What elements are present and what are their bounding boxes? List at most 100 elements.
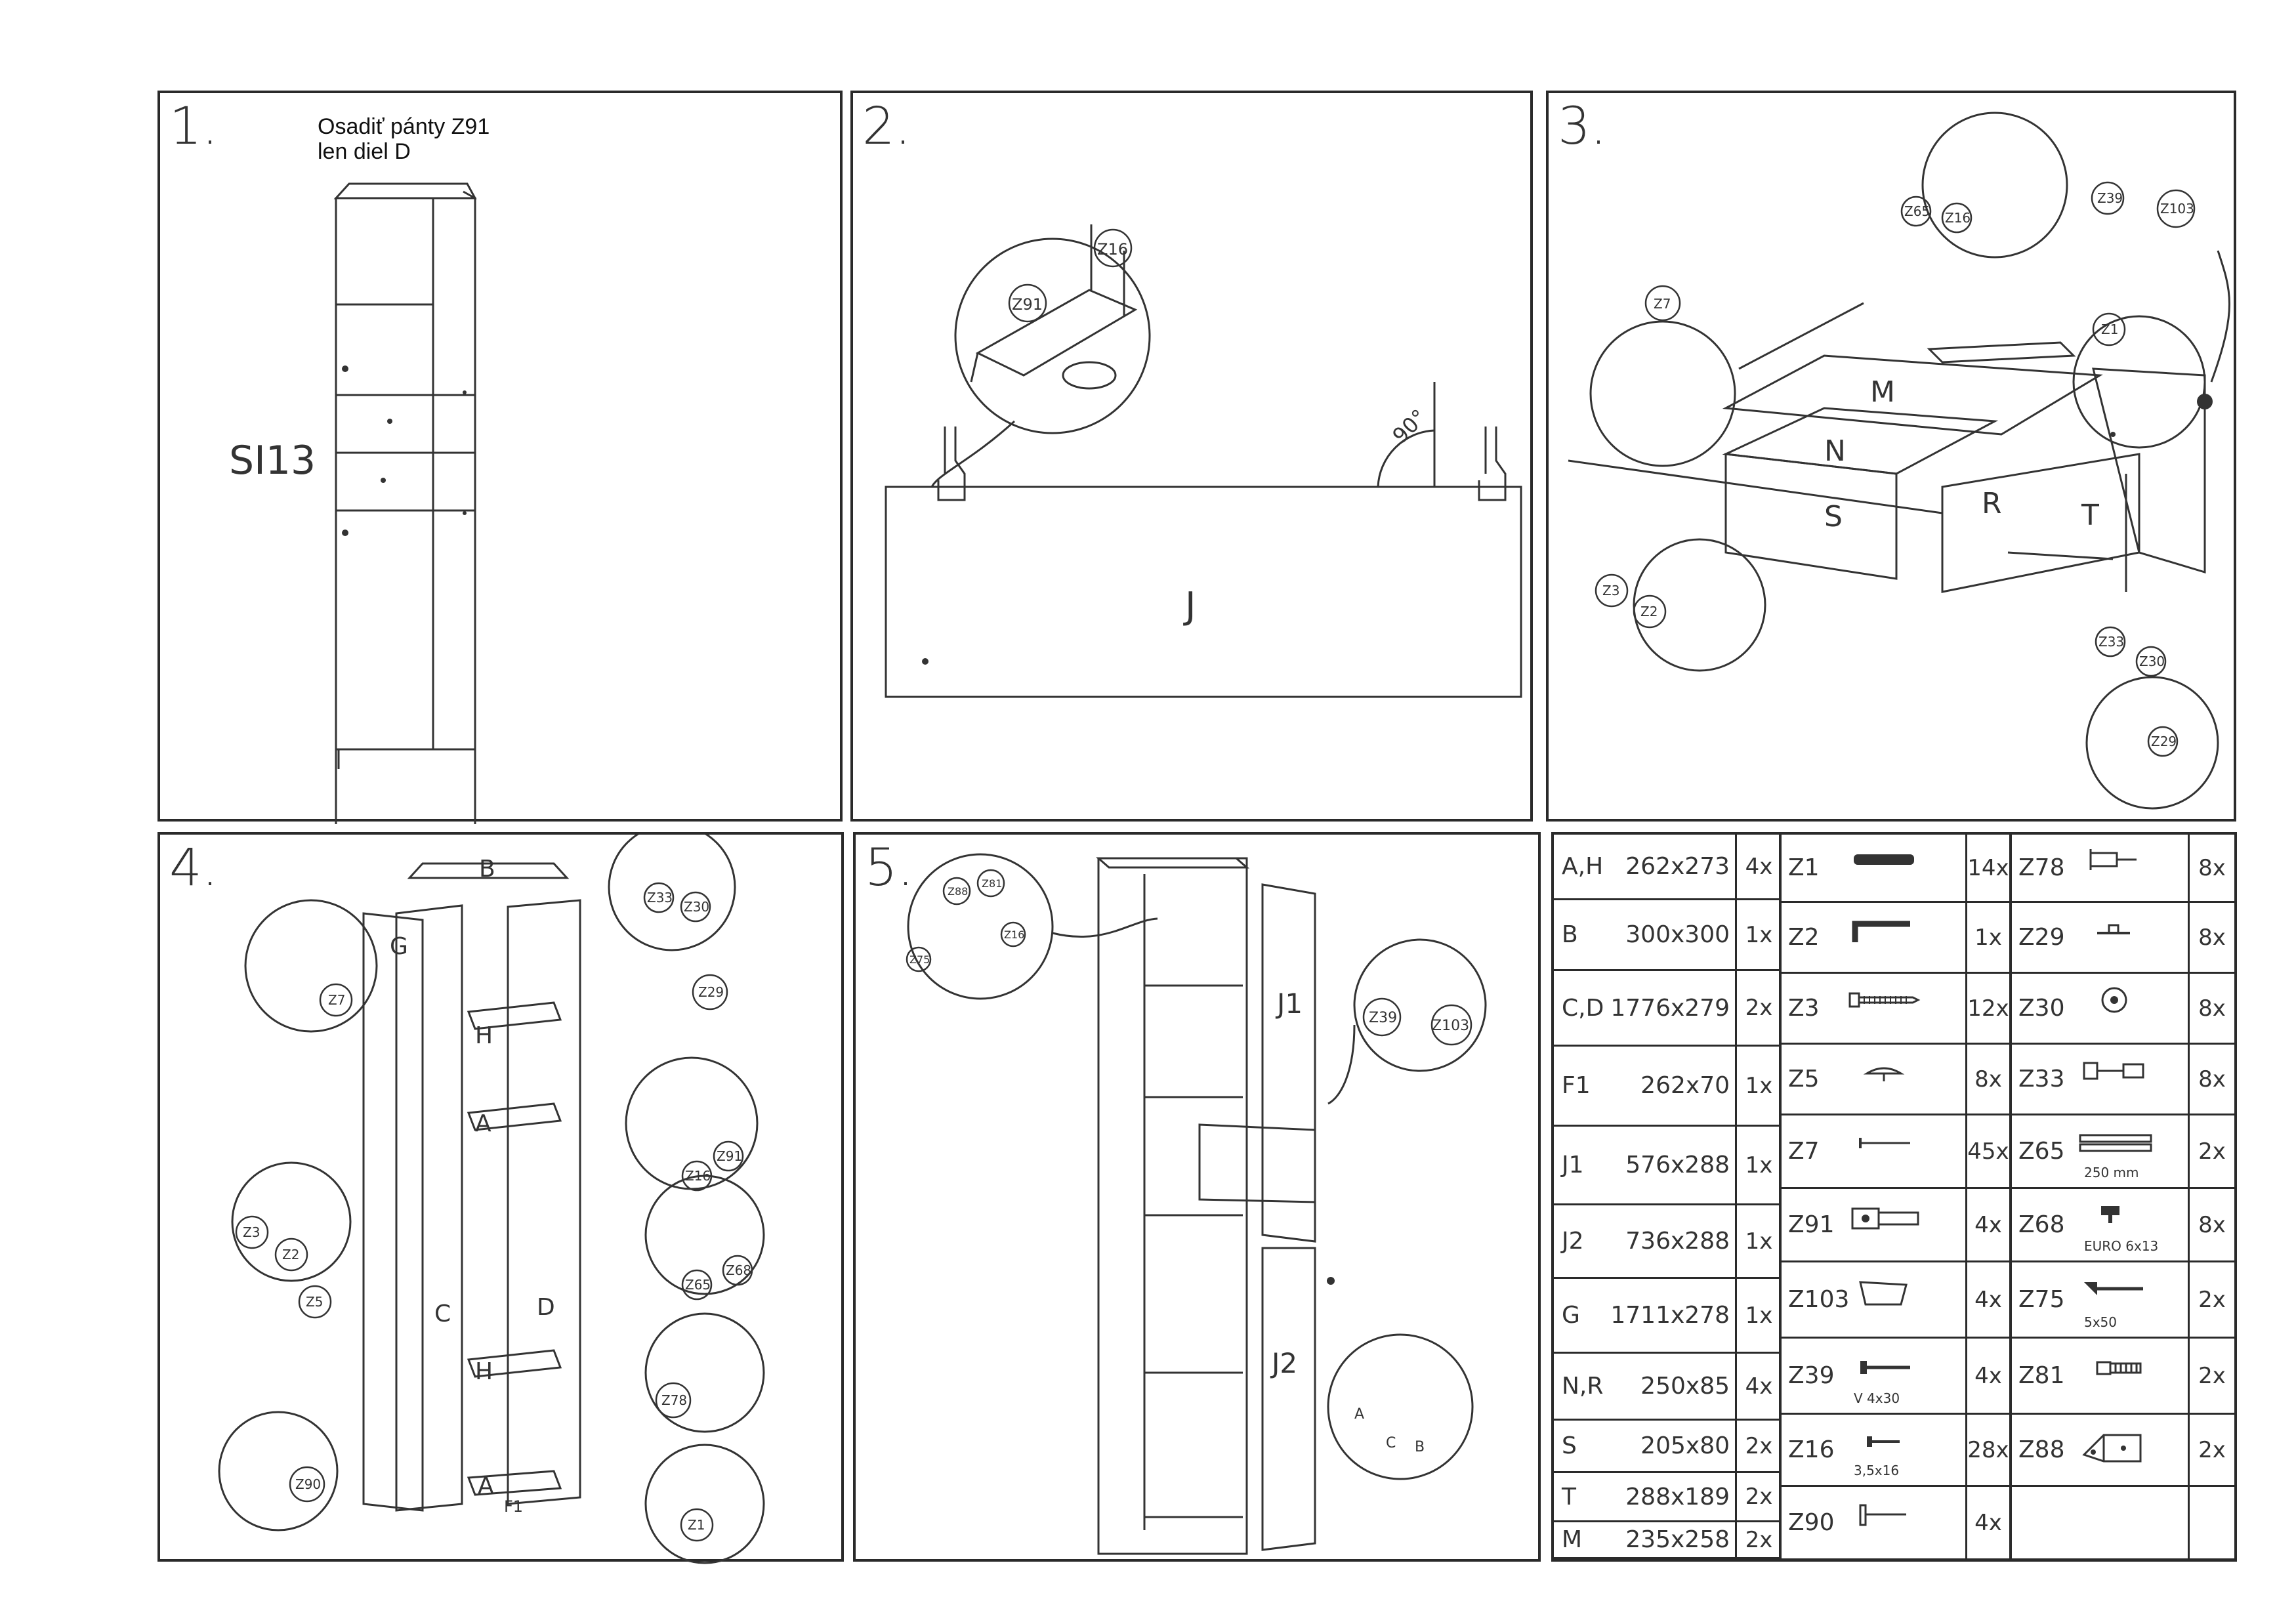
part-label-h: H — [475, 1358, 493, 1385]
board-dimension: 1776x279 — [1610, 994, 1730, 1022]
board-dimension: 262x273 — [1625, 853, 1730, 880]
callout-z78: Z78 — [661, 1392, 687, 1408]
part-label-j1: J1 — [1275, 988, 1303, 1020]
callout-z33: Z33 — [647, 890, 673, 906]
hardware-code: Z39 — [1788, 1362, 1835, 1389]
drawer-assembly-illustration: Z7 Z65 Z16 Z39 Z103 Z1 Z3 Z2 Z33 Z30 Z29… — [1568, 112, 2230, 810]
board-quantity: 4x — [1735, 1354, 1781, 1419]
board-label: S — [1562, 1432, 1577, 1459]
small-screw-icon — [1867, 1436, 1900, 1447]
step-3-panel: 3. — [1546, 91, 2236, 822]
hardware-code: Z30 — [2018, 995, 2065, 1022]
board-dimension: 205x80 — [1640, 1432, 1730, 1459]
callout-z103: Z103 — [1432, 1018, 1469, 1034]
board-quantity: 1x — [1735, 1127, 1781, 1203]
part-label-j: J — [1183, 585, 1196, 627]
part-label-d: D — [537, 1294, 555, 1321]
callout-z29: Z29 — [2151, 734, 2177, 749]
euro-screw-icon — [2101, 1206, 2119, 1223]
callout-z3: Z3 — [1602, 583, 1619, 598]
hardware-quantity: 45x — [1965, 1115, 2009, 1187]
part-label-a: A — [478, 1472, 494, 1499]
connector-icon — [2083, 1062, 2144, 1080]
callout-z91: Z91 — [1012, 295, 1043, 314]
callout-z39: Z39 — [2097, 190, 2123, 206]
step-number: 4. — [169, 839, 219, 898]
callout-z103: Z103 — [2160, 201, 2194, 217]
board-quantity: 4x — [1735, 835, 1781, 898]
hardware-quantity: 12x — [1965, 974, 2009, 1043]
step-note: Osadiť pánty Z91 len diel D — [318, 114, 490, 164]
callout-z16: Z16 — [685, 1168, 711, 1184]
hardware-code: Z16 — [1788, 1436, 1835, 1463]
callout-z1: Z1 — [688, 1517, 705, 1533]
part-label-f1: F1 — [504, 1497, 523, 1516]
long-screw-icon — [2084, 1282, 2143, 1295]
step-number: 3. — [1558, 97, 1607, 156]
step-5-panel: 5. Z88 Z81 Z75 — [853, 832, 1541, 1562]
angle-label: 90° — [1388, 404, 1432, 448]
hardware-code: Z5 — [1788, 1066, 1820, 1093]
board-label: N,R — [1562, 1373, 1604, 1400]
hardware-caption: 250 mm — [2084, 1165, 2139, 1180]
board-label: A,H — [1562, 853, 1604, 880]
part-label-t: T — [2081, 499, 2099, 532]
callout-z88: Z88 — [948, 885, 968, 898]
doors-drawer-illustration: Z88 Z81 Z75 Z16 Z39 Z103 A C B J1 J2 — [906, 853, 1487, 1555]
cover-cap-icon — [1863, 1067, 1905, 1081]
hardware-code: Z75 — [2018, 1286, 2065, 1313]
board-dimension: 262x70 — [1640, 1072, 1730, 1099]
board-dimension: 235x258 — [1625, 1526, 1730, 1553]
callout-z16: Z16 — [1097, 240, 1128, 259]
hardware-caption: 3,5x16 — [1854, 1463, 1900, 1478]
callout-z75: Z75 — [909, 953, 930, 966]
step-1-panel: 1. Osadiť pánty Z91 len diel D SI13 — [157, 91, 843, 824]
hardware-code: Z33 — [2018, 1066, 2065, 1093]
hardware-caption: EURO 6x13 — [2084, 1238, 2159, 1254]
hinge-adjust-a: A — [1354, 1406, 1364, 1423]
board-dimension: 288x189 — [1625, 1483, 1730, 1510]
callout-z16: Z16 — [1945, 210, 1971, 226]
board-label: G — [1562, 1302, 1580, 1329]
board-label: C,D — [1562, 994, 1604, 1022]
cam-lock-icon — [2101, 987, 2127, 1013]
part-label-m: M — [1870, 375, 1895, 409]
hardware-code: Z1 — [1788, 854, 1820, 881]
callout-z65: Z65 — [685, 1277, 711, 1293]
hardware-code: Z78 — [2018, 854, 2065, 881]
hardware-code: Z3 — [1788, 995, 1820, 1022]
hinge-adjust-b: B — [1415, 1439, 1425, 1455]
board-quantity: 2x — [1735, 971, 1781, 1045]
callout-z2: Z2 — [1640, 604, 1658, 619]
hinge-icon — [1851, 1207, 1919, 1230]
hinge-adjust-c: C — [1386, 1435, 1396, 1451]
step-4-panel: 4. — [157, 832, 844, 1564]
hardware-code: Z7 — [1788, 1138, 1820, 1165]
product-code-layer: SI13 — [229, 438, 316, 484]
cam-bolt-icon — [2097, 924, 2130, 934]
board-quantity: 1x — [1735, 900, 1781, 969]
note-line: Osadiť pánty Z91 — [318, 114, 490, 139]
hardware-code: Z103 — [1788, 1286, 1850, 1313]
hardware-quantity: 2x — [2188, 1415, 2234, 1485]
part-label-g: G — [390, 933, 408, 960]
hardware-quantity: 14x — [1965, 835, 2009, 901]
dowel-icon — [1854, 854, 1914, 865]
callout-z1: Z1 — [2101, 322, 2118, 337]
board-quantity: 2x — [1735, 1421, 1781, 1471]
callout-z33: Z33 — [2098, 634, 2124, 650]
